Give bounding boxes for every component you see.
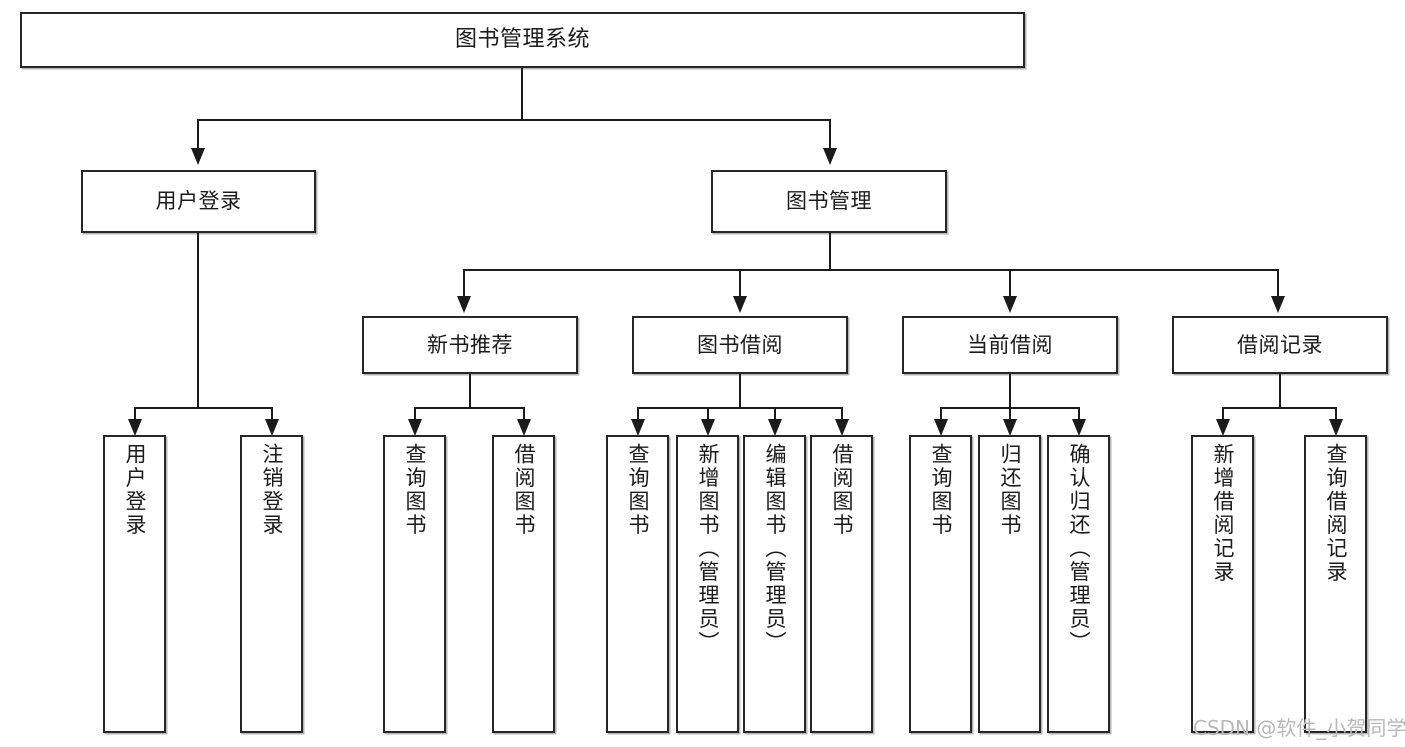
edge-level3-bus — [463, 269, 1277, 271]
arrowhead-new-book-recommend — [457, 296, 471, 313]
edge-current-borrow-child-1 — [940, 407, 942, 421]
arrowhead-borrow-record-child-1 — [1216, 419, 1230, 436]
edge-root-trunk — [521, 68, 523, 120]
arrowhead-new-book-recommend-child-1 — [408, 419, 422, 436]
arrowhead-book-borrow-child-2 — [701, 419, 715, 436]
node-label: 查询借阅记录 — [1324, 443, 1348, 584]
edge-to-new-book-recommend — [463, 269, 465, 298]
edge-borrow-record-bus — [1222, 407, 1336, 409]
node-label: 图书借阅 — [697, 332, 783, 357]
node-leaf-add-book-admin[interactable]: 新增图书（管理员） — [676, 435, 739, 733]
edge-user-login-child-1 — [134, 407, 136, 421]
node-user-login[interactable]: 用户登录 — [81, 170, 316, 233]
arrowhead-book-borrow-child-4 — [835, 419, 849, 436]
arrowhead-current-borrow-child-1 — [934, 419, 948, 436]
node-book-borrow[interactable]: 图书借阅 — [632, 316, 848, 374]
node-leaf-confirm-return-admin[interactable]: 确认归还（管理员） — [1047, 435, 1110, 733]
edge-user-login-bus — [134, 407, 272, 409]
edge-book-borrow-child-3 — [774, 407, 776, 421]
watermark-text: CSDN @软件_小贺同学 — [1193, 716, 1405, 740]
arrowhead-borrow-record-child-2 — [1329, 419, 1343, 436]
edge-borrow-record-trunk — [1279, 374, 1281, 408]
node-leaf-query-book[interactable]: 查询图书 — [606, 435, 669, 733]
arrowhead-new-book-recommend-child-2 — [517, 419, 531, 436]
edge-new-book-recommend-child-1 — [414, 407, 416, 421]
arrowhead-book-management — [823, 148, 837, 165]
edge-to-current-borrow — [1009, 269, 1011, 298]
node-label: 注销登录 — [260, 443, 284, 537]
edge-book-management-trunk — [829, 233, 831, 270]
arrowhead-borrow-record — [1271, 296, 1285, 313]
node-leaf-query-book-recommend[interactable]: 查询图书 — [383, 435, 446, 733]
arrowhead-user-login-child-2 — [265, 419, 279, 436]
edge-book-borrow-bus — [637, 407, 843, 409]
edge-new-book-recommend-trunk — [469, 374, 471, 408]
node-leaf-user-logout[interactable]: 注销登录 — [240, 435, 303, 733]
arrowhead-current-borrow-child-2 — [1003, 419, 1017, 436]
arrowhead-book-borrow-child-3 — [768, 419, 782, 436]
node-label: 编辑图书（管理员） — [763, 443, 787, 655]
edge-to-borrow-record — [1277, 269, 1279, 298]
node-leaf-add-borrow-record[interactable]: 新增借阅记录 — [1191, 435, 1254, 733]
node-label: 查询图书 — [626, 443, 650, 537]
edge-user-login-child-2 — [271, 407, 273, 421]
edge-current-borrow-child-2 — [1009, 407, 1011, 421]
node-label: 查询图书 — [929, 443, 953, 537]
node-label: 图书管理系统 — [454, 27, 590, 53]
node-label: 确认归还（管理员） — [1067, 443, 1091, 655]
edge-book-borrow-child-4 — [841, 407, 843, 421]
node-root-book-management-system[interactable]: 图书管理系统 — [20, 12, 1025, 68]
node-label: 新增图书（管理员） — [696, 443, 720, 655]
edge-borrow-record-child-2 — [1335, 407, 1337, 421]
arrowhead-user-login-child-1 — [128, 419, 142, 436]
edge-user-login-trunk — [197, 233, 199, 408]
node-leaf-query-book-current[interactable]: 查询图书 — [909, 435, 972, 733]
edge-to-book-borrow — [739, 269, 741, 298]
node-label: 用户登录 — [123, 443, 147, 537]
node-leaf-borrow-book-recommend[interactable]: 借阅图书 — [492, 435, 555, 733]
edge-level2-bus — [197, 119, 831, 121]
node-leaf-borrow-book[interactable]: 借阅图书 — [810, 435, 873, 733]
node-leaf-query-borrow-record[interactable]: 查询借阅记录 — [1304, 435, 1367, 733]
edge-borrow-record-child-1 — [1222, 407, 1224, 421]
edge-to-user-login — [197, 119, 199, 150]
node-label: 新书推荐 — [427, 332, 513, 357]
node-leaf-user-login[interactable]: 用户登录 — [103, 435, 166, 733]
node-label: 当前借阅 — [967, 332, 1053, 357]
edge-current-borrow-trunk — [1009, 374, 1011, 408]
node-label: 归还图书 — [998, 443, 1022, 537]
node-label: 查询图书 — [403, 443, 427, 537]
node-label: 用户登录 — [155, 189, 242, 214]
edge-book-borrow-child-2 — [707, 407, 709, 421]
node-label: 借阅图书 — [830, 443, 854, 537]
arrowhead-book-borrow — [733, 296, 747, 313]
node-label: 新增借阅记录 — [1211, 443, 1235, 584]
node-current-borrow[interactable]: 当前借阅 — [902, 316, 1118, 374]
node-leaf-return-book[interactable]: 归还图书 — [978, 435, 1041, 733]
node-label: 借阅记录 — [1237, 332, 1323, 357]
edge-to-book-management — [829, 119, 831, 150]
arrowhead-book-borrow-child-1 — [631, 419, 645, 436]
node-leaf-edit-book-admin[interactable]: 编辑图书（管理员） — [743, 435, 806, 733]
node-borrow-record[interactable]: 借阅记录 — [1172, 316, 1388, 374]
node-new-book-recommend[interactable]: 新书推荐 — [362, 316, 578, 374]
edge-current-borrow-child-3 — [1078, 407, 1080, 421]
edge-new-book-recommend-bus — [414, 407, 524, 409]
arrowhead-current-borrow-child-3 — [1072, 419, 1086, 436]
arrowhead-current-borrow — [1003, 296, 1017, 313]
edge-new-book-recommend-child-2 — [523, 407, 525, 421]
arrowhead-user-login — [191, 148, 205, 165]
edge-book-borrow-child-1 — [637, 407, 639, 421]
node-book-management[interactable]: 图书管理 — [711, 170, 947, 233]
edge-book-borrow-trunk — [739, 374, 741, 408]
node-label: 借阅图书 — [512, 443, 536, 537]
node-label: 图书管理 — [786, 189, 872, 214]
